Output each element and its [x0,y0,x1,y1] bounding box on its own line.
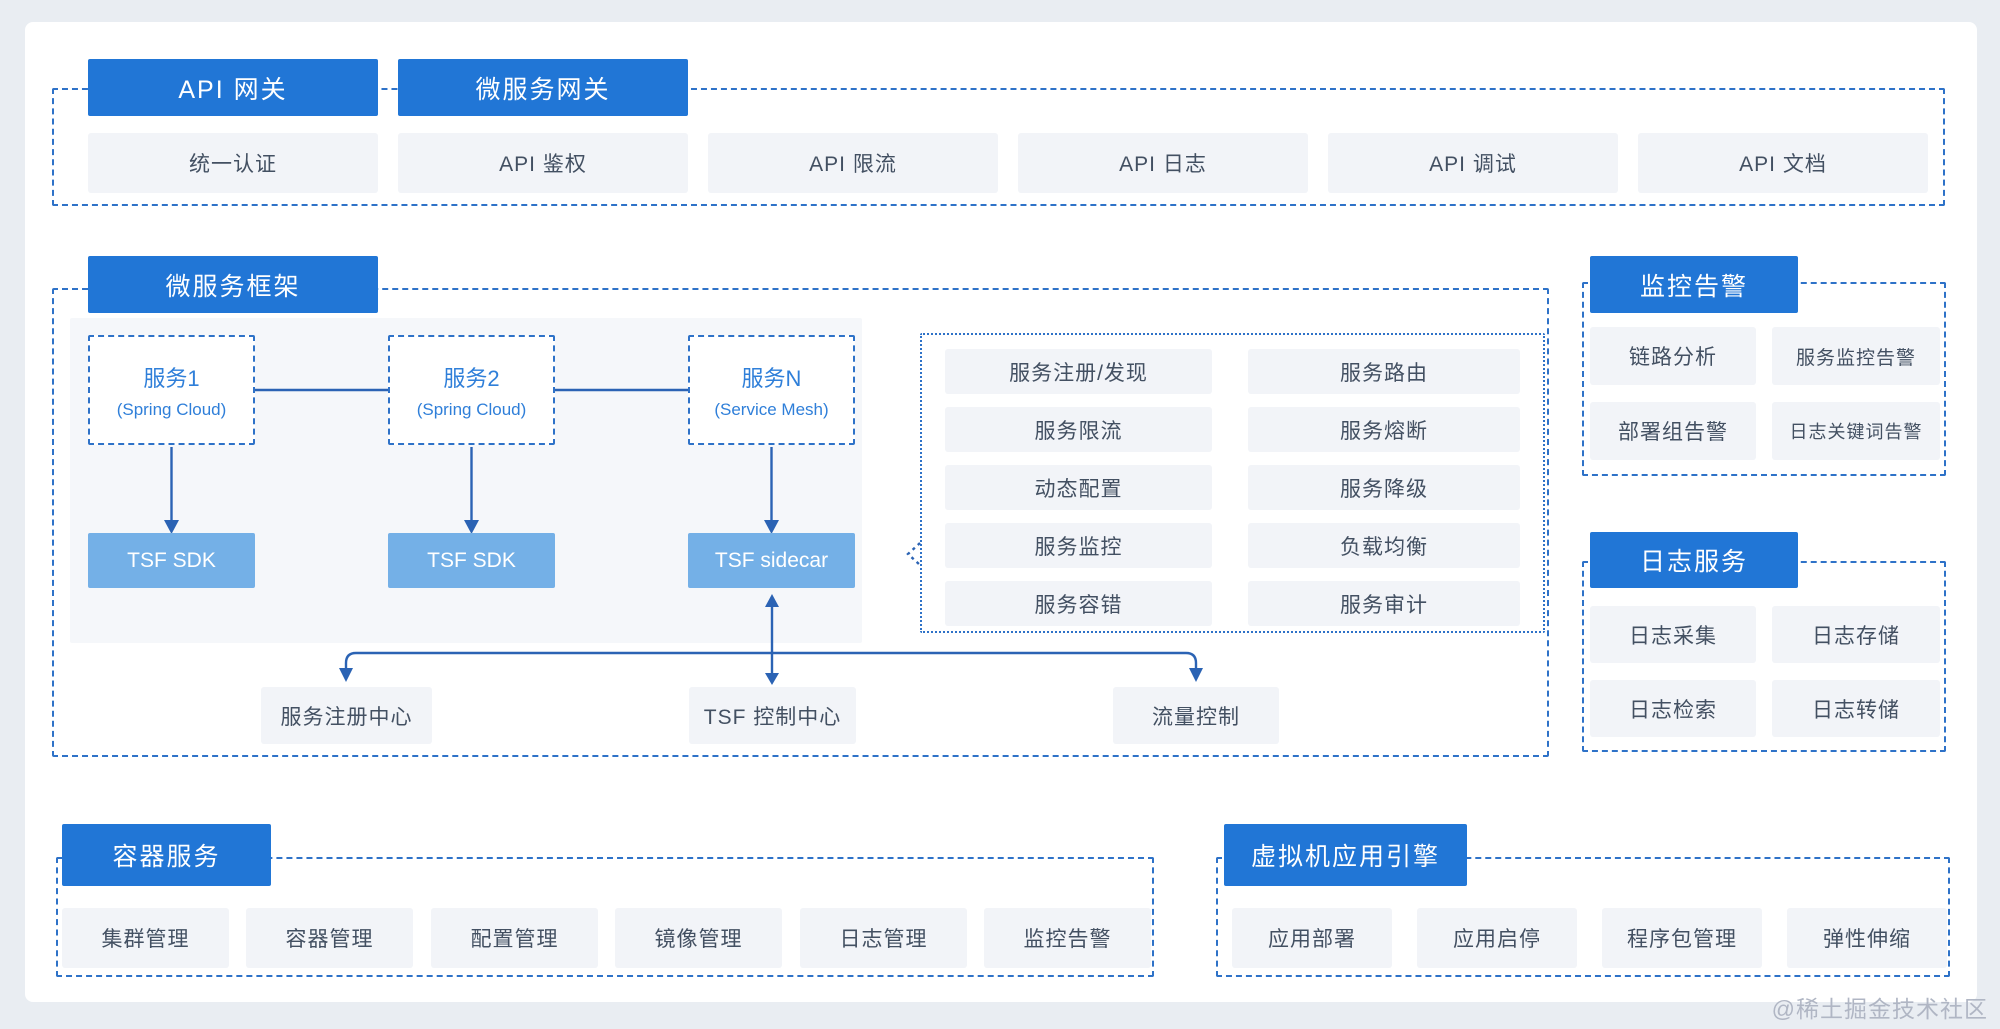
api-item-auth: 统一认证 [88,133,378,193]
feature-ratelimit: 服务限流 [945,407,1212,452]
tsf-sdk-1-node: TSF SDK [88,533,255,588]
feature-audit: 服务审计 [1248,581,1520,626]
container-item-monitor: 监控告警 [984,908,1151,968]
traffic-control-node: 流量控制 [1113,687,1279,744]
service-n-name: 服务N [741,365,802,391]
feature-circuitbreak: 服务熔断 [1248,407,1520,452]
vm-engine-border [1216,857,1950,977]
log-service-header: 日志服务 [1590,532,1798,588]
service-2-node: 服务2 (Spring Cloud) [388,335,555,445]
api-item-doc: API 文档 [1638,133,1928,193]
api-gateway-header: API 网关 [88,59,378,116]
double-arrow-up-head-icon [765,594,779,607]
monitoring-header: 监控告警 [1590,256,1798,313]
log-item-collect: 日志采集 [1590,606,1756,663]
tsf-control-center-node: TSF 控制中心 [689,687,856,744]
service-1-name: 服务1 [143,365,200,391]
traffic-arrowhead-icon [1189,668,1203,682]
api-item-log: API 日志 [1018,133,1308,193]
connector-arrows [164,388,1203,685]
container-service-header: 容器服务 [62,824,271,886]
vm-item-deploy: 应用部署 [1232,908,1392,968]
service-n-subtitle: (Service Mesh) [714,399,829,419]
monitoring-item-keyword-alert: 日志关键词告警 [1772,402,1940,460]
callout-tail-icon [906,542,921,566]
double-arrow-down-head-icon [765,673,779,685]
container-item-container: 容器管理 [246,908,413,968]
microservice-framework-header: 微服务框架 [88,256,378,313]
service-1-node: 服务1 (Spring Cloud) [88,335,255,445]
monitoring-item-service-alert: 服务监控告警 [1772,327,1940,385]
container-item-image: 镜像管理 [615,908,782,968]
registry-arrowhead-icon [339,668,353,682]
servicen-arrowhead-icon [764,520,779,534]
log-item-search: 日志检索 [1590,680,1756,737]
vm-item-package: 程序包管理 [1602,908,1762,968]
container-item-config: 配置管理 [431,908,598,968]
log-item-store: 日志存储 [1772,606,1940,663]
container-item-log: 日志管理 [800,908,967,968]
watermark-text: @稀土掘金技术社区 [1771,996,1988,1022]
api-item-ratelimit: API 限流 [708,133,998,193]
service2-arrowhead-icon [464,520,479,534]
feature-routing: 服务路由 [1248,349,1520,394]
service1-arrowhead-icon [164,520,179,534]
service-n-node: 服务N (Service Mesh) [688,335,855,445]
service-1-subtitle: (Spring Cloud) [116,399,227,419]
feature-degrade: 服务降级 [1248,465,1520,510]
tsf-sdk-2-node: TSF SDK [388,533,555,588]
api-item-authz: API 鉴权 [398,133,688,193]
service-2-name: 服务2 [443,365,500,391]
feature-monitor: 服务监控 [945,523,1212,568]
feature-dynconfig: 动态配置 [945,465,1212,510]
vm-engine-header: 虚拟机应用引擎 [1224,824,1467,886]
feature-loadbalance: 负载均衡 [1248,523,1520,568]
service-registry-center-node: 服务注册中心 [261,687,432,744]
service-2-subtitle: (Spring Cloud) [416,399,527,419]
vm-item-autoscale: 弹性伸缩 [1787,908,1947,968]
vm-item-startstop: 应用启停 [1417,908,1577,968]
feature-registry: 服务注册/发现 [945,349,1212,394]
container-item-cluster: 集群管理 [62,908,229,968]
container-service-border [56,857,1154,977]
log-item-ship: 日志转储 [1772,680,1940,737]
tsf-sidecar-node: TSF sidecar [688,533,855,588]
service-features-panel: 服务注册/发现 服务限流 动态配置 服务监控 服务容错 服务路由 服务熔断 服务… [920,333,1545,633]
microservice-gateway-header: 微服务网关 [398,59,688,116]
api-gateway-section-border [52,88,1945,206]
api-item-debug: API 调试 [1328,133,1618,193]
bottom-distribution-line [344,651,1198,669]
monitoring-item-tracing: 链路分析 [1590,327,1756,385]
monitoring-item-deploy-alert: 部署组告警 [1590,402,1756,460]
feature-faulttolerance: 服务容错 [945,581,1212,626]
